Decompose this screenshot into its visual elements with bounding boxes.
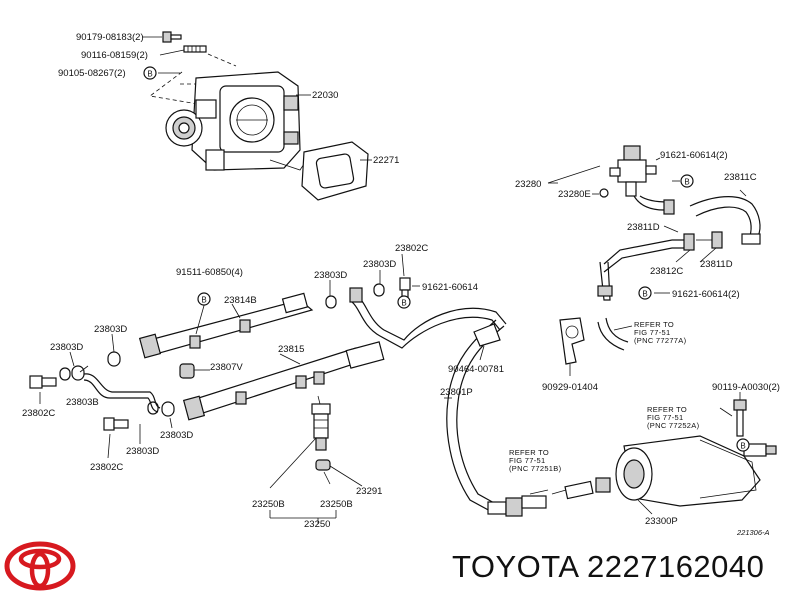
bolt-90119-icon — [733, 399, 747, 437]
pressure-regulator-group — [551, 392, 777, 515]
marker-letter: B — [642, 290, 647, 299]
part-label: 23803B — [66, 397, 99, 408]
part-label: 91621-60614(2) — [660, 150, 728, 161]
refer-line: (PNC 77277A) — [634, 336, 687, 345]
damper-23807v — [179, 363, 195, 379]
refer-note-77277a: REFER TO FIG 77-51 (PNC 77277A) — [634, 320, 687, 345]
part-label: 91511-60850(4) — [176, 267, 243, 278]
part-label: 23811C — [724, 172, 757, 183]
washer-23280e — [599, 188, 609, 198]
refer-line: FIG 77-51 — [647, 413, 683, 422]
part-label: 23291 — [356, 486, 382, 497]
refer-line: FIG 77-51 — [509, 456, 545, 465]
part-label: 23803D — [160, 430, 193, 441]
refer-line: FIG 77-51 — [634, 328, 670, 337]
refer-line: (PNC 77252A) — [647, 421, 700, 430]
refer-line: REFER TO — [509, 448, 549, 457]
part-label: 23801P — [440, 387, 473, 398]
part-label: 23815 — [278, 344, 304, 355]
bolt-marker-circle-icon: B — [197, 292, 211, 306]
bolt-marker-circle-icon: B — [736, 438, 750, 452]
part-label: 23300P — [645, 516, 678, 527]
part-label: 90179-08183(2) — [76, 32, 144, 43]
figure-code: 221306-A — [736, 528, 770, 537]
part-labels: 90179-08183(2) 90116-08159(2) 90105-0826… — [22, 32, 780, 530]
part-label: 23250B — [252, 499, 285, 510]
part-label: 23803D — [314, 270, 347, 281]
part-label: 23250B — [320, 499, 353, 510]
union-bolt-23802c-b — [103, 417, 129, 431]
part-label: 23812C — [650, 266, 683, 277]
delivery-pipe-group — [29, 253, 585, 517]
toyota-logo-icon — [4, 540, 76, 597]
gasket-22271 — [301, 141, 369, 201]
delivery-pipe-23814b — [138, 292, 314, 359]
injector-group — [269, 395, 363, 524]
vsv-23280 — [609, 145, 657, 197]
part-label: 23803D — [50, 342, 83, 353]
part-label: 90116-08159(2) — [81, 50, 148, 61]
marker-letter: B — [201, 296, 206, 305]
marker-letter: B — [740, 442, 745, 451]
part-label: 23803D — [363, 259, 396, 270]
refer-line: REFER TO — [634, 320, 674, 329]
insulator-23291 — [315, 459, 331, 471]
throttle-body-22030 — [165, 71, 309, 171]
part-label: 90464-00781 — [448, 364, 504, 375]
part-label: 23802C — [395, 243, 428, 254]
part-label: 23280 — [515, 179, 541, 190]
bolt-marker-circle-icon: B — [680, 174, 694, 188]
throttle-body-group — [142, 31, 372, 201]
clamp-90464 — [473, 323, 501, 347]
part-label: 90119-A0030(2) — [712, 382, 780, 393]
part-label: 23807V — [210, 362, 243, 373]
brand-part-number: TOYOTA 2227162040 — [452, 549, 765, 584]
union-bolt-23802c-a — [29, 375, 57, 389]
marker-letter: B — [147, 70, 152, 79]
part-label: 90105-08267(2) — [58, 68, 126, 79]
part-label: 23802C — [22, 408, 55, 419]
vsv-group — [547, 145, 761, 351]
delivery-pipe-23815 — [182, 341, 385, 421]
part-label: 23802C — [90, 462, 123, 473]
marker-letter: B — [684, 178, 689, 187]
refer-note-77252a: REFER TO FIG 77-51 (PNC 77252A) — [647, 405, 700, 430]
injector-23250 — [311, 403, 331, 451]
refer-line: REFER TO — [647, 405, 687, 414]
fuel-filter-23300p — [615, 435, 777, 507]
stud-90116-icon — [183, 45, 207, 53]
part-label: 23811D — [627, 222, 660, 233]
marker-letter: B — [401, 299, 406, 308]
part-label: 23803D — [126, 446, 159, 457]
bolt-markers: B B B B B B — [143, 66, 750, 452]
part-label: 23803D — [94, 324, 127, 335]
part-label: 22030 — [312, 90, 338, 101]
refer-line: (PNC 77251B) — [509, 464, 562, 473]
bolt-marker-circle-icon: B — [397, 295, 411, 309]
bolt-90179-icon — [162, 31, 182, 43]
refer-note-77251b: REFER TO FIG 77-51 (PNC 77251B) — [509, 448, 562, 473]
clip-90929 — [559, 317, 585, 365]
part-label: 23814B — [224, 295, 257, 306]
bolt-marker-circle-icon: B — [143, 66, 157, 80]
part-label: 91621-60614(2) — [672, 289, 740, 300]
part-label: 23250 — [304, 519, 330, 530]
part-label: 90929-01404 — [542, 382, 598, 393]
part-label: 22271 — [373, 155, 399, 166]
bolt-marker-circle-icon: B — [638, 286, 652, 300]
part-label: 23280E — [558, 189, 591, 200]
part-label: 23811D — [700, 259, 733, 270]
part-label: 91621-60614 — [422, 282, 478, 293]
